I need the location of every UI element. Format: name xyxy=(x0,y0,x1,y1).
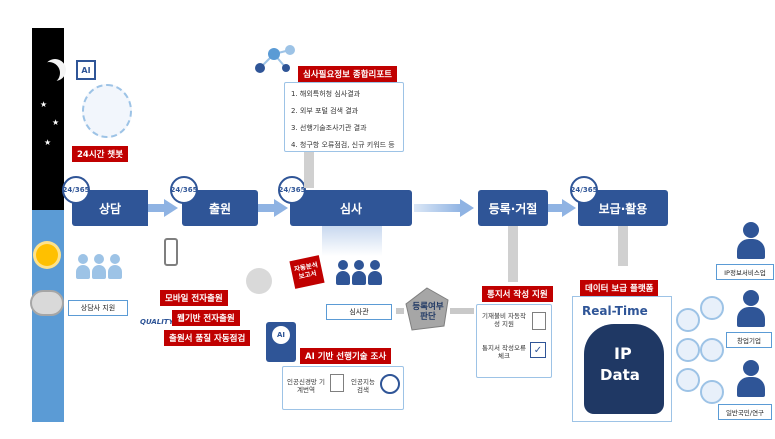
star-icon: ★ xyxy=(44,138,52,147)
report-box: 1. 해외특허청 심사결과 2. 외부 포털 검색 결과 3. 선행기술조사기관… xyxy=(284,82,404,152)
user-label-2: 창업기업 xyxy=(726,332,772,348)
consultant-icon xyxy=(76,254,90,280)
arrow-dot-icon xyxy=(676,338,700,362)
ai-search-label: 인공지능 검색 xyxy=(351,378,375,395)
cloud-data-icon xyxy=(584,324,664,414)
network-icon xyxy=(252,42,302,76)
flow-arrow-head xyxy=(460,199,474,217)
flow-arrow-head xyxy=(164,199,178,217)
examiner-icon xyxy=(368,260,382,286)
night-panel xyxy=(32,28,64,210)
notice-item-1: 기재불비 자동작성 지원 xyxy=(482,312,526,329)
ai-head-icon xyxy=(82,84,132,138)
badge-24-365: 24/365 xyxy=(570,176,598,204)
report-item: 2. 외부 포털 검색 결과 xyxy=(291,107,359,115)
user-icon xyxy=(736,360,766,398)
flow-arrow xyxy=(548,204,564,212)
stage-exam: 심사 xyxy=(290,190,412,226)
auto-analysis-flag: 자동분석 보고서 xyxy=(289,255,325,289)
quality-check-tag: 출원서 품질 자동점검 xyxy=(164,330,251,346)
flow-arrow-head xyxy=(274,199,288,217)
badge-24-365: 24/365 xyxy=(62,176,90,204)
day-panel xyxy=(32,210,64,422)
realtime-label: Real-Time xyxy=(582,304,648,318)
notice-item-2: 통지서 작성오류 체크 xyxy=(482,344,526,361)
arrow-dot-icon xyxy=(700,338,724,362)
globe-icon xyxy=(246,268,272,294)
chatbot-tag: 24시간 챗봇 xyxy=(72,146,129,162)
phone-icon xyxy=(164,238,178,266)
user-label-3: 일반국민/연구 xyxy=(718,404,772,420)
flow-arrow-head xyxy=(562,199,576,217)
arrow-dot-icon xyxy=(700,380,724,404)
user-label-1: IP정보서비스업 xyxy=(716,264,774,280)
data-label: Data xyxy=(600,366,640,384)
connector-arrow xyxy=(450,308,474,314)
check-icon: ✓ xyxy=(530,342,546,358)
connector-arrow xyxy=(618,226,628,266)
flow-arrow xyxy=(148,204,166,212)
stage-register: 등록·거절 xyxy=(478,190,548,226)
badge-24-365: 24/365 xyxy=(170,176,198,204)
ai-chat-icon: AI xyxy=(76,60,96,80)
report-item: 3. 선행기술조사기관 결과 xyxy=(291,124,367,132)
arrow-dot-icon xyxy=(700,296,724,320)
ai-prior-art-tag: AI 기반 선행기술 조사 xyxy=(300,348,392,364)
consultant-icon xyxy=(92,254,106,280)
mobile-filing-tag: 모바일 전자출원 xyxy=(160,290,228,306)
badge-24-365: 24/365 xyxy=(278,176,306,204)
web-filing-tag: 웹기반 전자출원 xyxy=(172,310,240,326)
user-icon xyxy=(736,222,766,260)
arrow-dot-icon xyxy=(676,368,700,392)
ip-label: IP xyxy=(614,344,632,363)
connector-arrow xyxy=(396,308,404,314)
ai-search-icon: AI xyxy=(266,322,296,362)
flow-arrow xyxy=(414,204,462,212)
star-icon: ★ xyxy=(52,118,60,127)
arrow-dot-icon xyxy=(676,308,700,332)
decision-shape xyxy=(404,286,450,332)
decision-label: 등록여부 판단 xyxy=(412,302,444,323)
data-platform-tag: 데이터 보급 플랫폼 xyxy=(580,280,659,296)
notice-box xyxy=(476,304,552,378)
moon-icon xyxy=(38,62,60,84)
star-icon: ★ xyxy=(40,100,48,109)
examiner-icon xyxy=(352,260,366,286)
consultant-icon xyxy=(108,254,122,280)
report-item: 4. 청구항 오류점검, 신규 키워드 등 xyxy=(291,141,395,149)
flow-arrow xyxy=(258,204,276,212)
notice-support-tag: 통지서 작성 지원 xyxy=(482,286,553,302)
sun-icon xyxy=(36,244,58,266)
examiner-label: 심사관 xyxy=(326,304,392,320)
magnifier-icon xyxy=(380,374,400,394)
translation-label: 인공신경망 기계번역 xyxy=(287,378,325,395)
examiner-icon xyxy=(336,260,350,286)
report-item: 1. 해외특허청 심사결과 xyxy=(291,90,361,98)
quality-logo: QUALITY xyxy=(140,318,174,326)
user-icon xyxy=(736,290,766,328)
consult-support-label: 상담사 지원 xyxy=(68,300,128,316)
report-title-tag: 심사필요정보 종합리포트 xyxy=(298,66,397,82)
connector-arrow xyxy=(304,152,314,188)
document-icon xyxy=(330,374,344,392)
exam-fade xyxy=(322,226,382,256)
cloud-icon xyxy=(30,290,64,316)
pen-doc-icon xyxy=(532,312,546,330)
connector-arrow xyxy=(508,226,518,282)
